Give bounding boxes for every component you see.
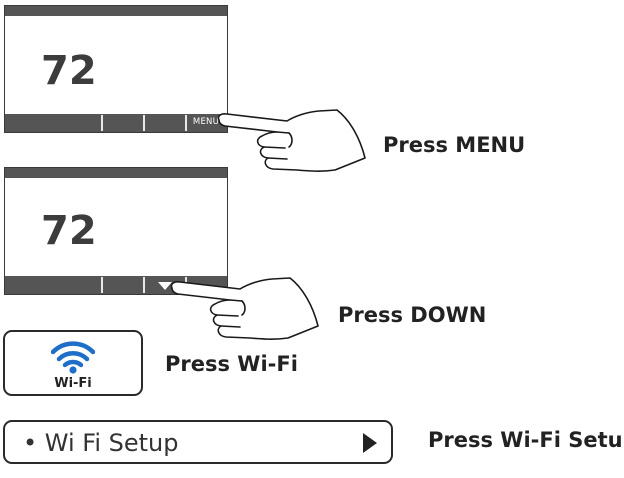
thermostat-screen-menu: 72 MENU <box>4 5 228 133</box>
wifi-label: Wi-Fi <box>54 376 92 391</box>
button-divider <box>143 277 145 293</box>
screen-top-bar <box>5 6 227 16</box>
step-caption: Press Wi-Fi <box>165 352 298 376</box>
button-divider <box>185 115 187 131</box>
down-arrow-button[interactable] <box>158 282 172 290</box>
step-caption: Press MENU <box>383 133 526 157</box>
thermostat-screen-down: 72 <box>4 167 228 295</box>
wifi-button[interactable]: Wi-Fi <box>3 330 143 396</box>
screen-top-bar <box>5 168 227 178</box>
menu-button[interactable]: MENU <box>192 117 219 127</box>
chevron-right-icon <box>363 433 377 453</box>
screen-button-bar: MENU <box>5 114 227 132</box>
button-divider <box>101 277 103 293</box>
step-caption: Press DOWN <box>338 303 487 327</box>
button-divider <box>143 115 145 131</box>
wifi-setup-label: • Wi Fi Setup <box>23 429 179 457</box>
wifi-setup-option[interactable]: • Wi Fi Setup <box>3 420 393 464</box>
pointing-hand-icon <box>217 109 366 172</box>
wifi-icon <box>51 341 95 374</box>
pointing-hand-icon <box>170 277 319 340</box>
step-caption: Press Wi-Fi Setup <box>428 428 624 452</box>
temperature-display: 72 <box>41 48 97 94</box>
button-divider <box>101 115 103 131</box>
temperature-display: 72 <box>41 208 97 254</box>
